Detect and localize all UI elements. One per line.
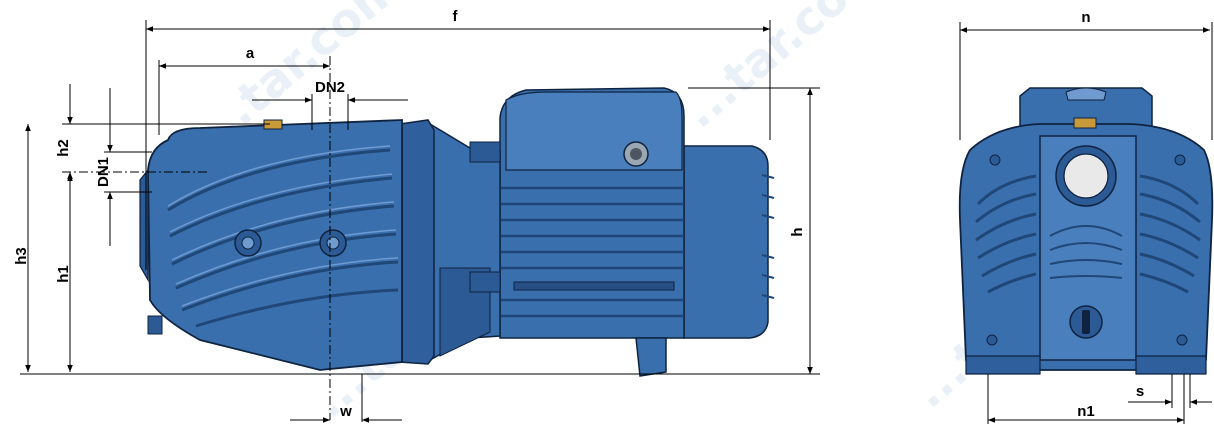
front-terminal-cap (1065, 87, 1107, 101)
dim-label-h3: h3 (13, 247, 30, 265)
pump-casing (147, 119, 403, 371)
drain-plug-center (241, 236, 255, 250)
motor-foot (635, 337, 667, 377)
drain-plug-2-center (326, 236, 340, 250)
suction-port-icon (1063, 153, 1109, 199)
casing-ribs (167, 148, 399, 328)
front-foot-right (1135, 355, 1207, 375)
lantern-bolt-top (469, 141, 501, 163)
dim-label-dn2: DN2 (315, 79, 345, 96)
dim-label-f: f (453, 8, 459, 25)
lantern-bolt-bottom (469, 271, 501, 293)
front-foot-left (965, 355, 1041, 375)
bottom-drain-icon (147, 315, 163, 335)
front-center-ribs (1049, 225, 1123, 279)
cable-gland-core (630, 148, 642, 160)
dim-label-s: s (1136, 383, 1144, 400)
dim-label-h1: h1 (55, 265, 72, 283)
dim-label-a: a (246, 45, 255, 62)
casing-rib-highlights (167, 145, 399, 307)
pump-side-view (139, 87, 775, 377)
front-view-dimensions: n n1 s (959, 9, 1213, 424)
fan-cover (683, 145, 769, 339)
pump-front-view (958, 87, 1214, 375)
front-fins-left (975, 174, 1037, 294)
dim-label-h2: h2 (55, 139, 72, 157)
dim-label-n1: n1 (1077, 403, 1095, 420)
motor-label-slot (513, 281, 675, 291)
dim-label-w: w (339, 403, 352, 420)
side-view-dimensions: f a DN2 h2 DN1 h1 h3 h (13, 8, 820, 423)
front-fins-right (1139, 174, 1201, 294)
motor-fins (500, 186, 684, 318)
casing-front-lip (139, 168, 149, 283)
watermark-text-2: ...tar.com.ua (672, 0, 957, 138)
dim-label-h: h (789, 227, 806, 236)
casing-flange (399, 119, 435, 365)
terminal-box (505, 91, 683, 171)
dim-label-n: n (1081, 9, 1090, 26)
fan-cover-ribs (761, 174, 775, 299)
front-drain-slot (1082, 310, 1090, 334)
front-fill-plug-icon (1073, 117, 1097, 129)
